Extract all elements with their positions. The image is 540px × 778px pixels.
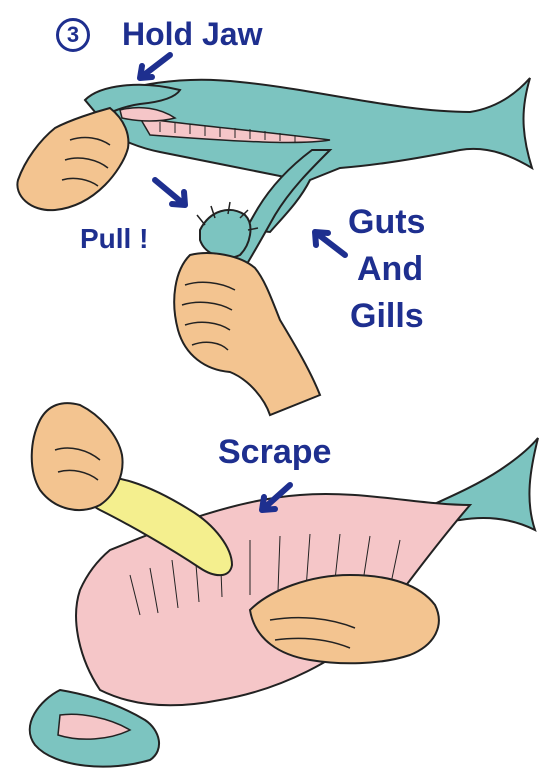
step-number-badge: 3 bbox=[56, 18, 90, 52]
guts-label-line1: Guts bbox=[348, 205, 425, 239]
right-hand-fist bbox=[174, 253, 320, 415]
left-hand-top bbox=[17, 108, 128, 210]
guts-label-line3: Gills bbox=[350, 299, 424, 333]
scrape-label: Scrape bbox=[218, 435, 331, 469]
gills-clump bbox=[200, 210, 250, 258]
arrow-icon bbox=[140, 55, 170, 78]
arrow-icon bbox=[315, 232, 345, 255]
guts-label-line2: And bbox=[357, 252, 423, 286]
arrow-icon bbox=[155, 180, 185, 205]
step-title: Hold Jaw bbox=[122, 18, 262, 50]
pull-label: Pull ! bbox=[80, 225, 148, 253]
hand-icon bbox=[32, 403, 123, 510]
